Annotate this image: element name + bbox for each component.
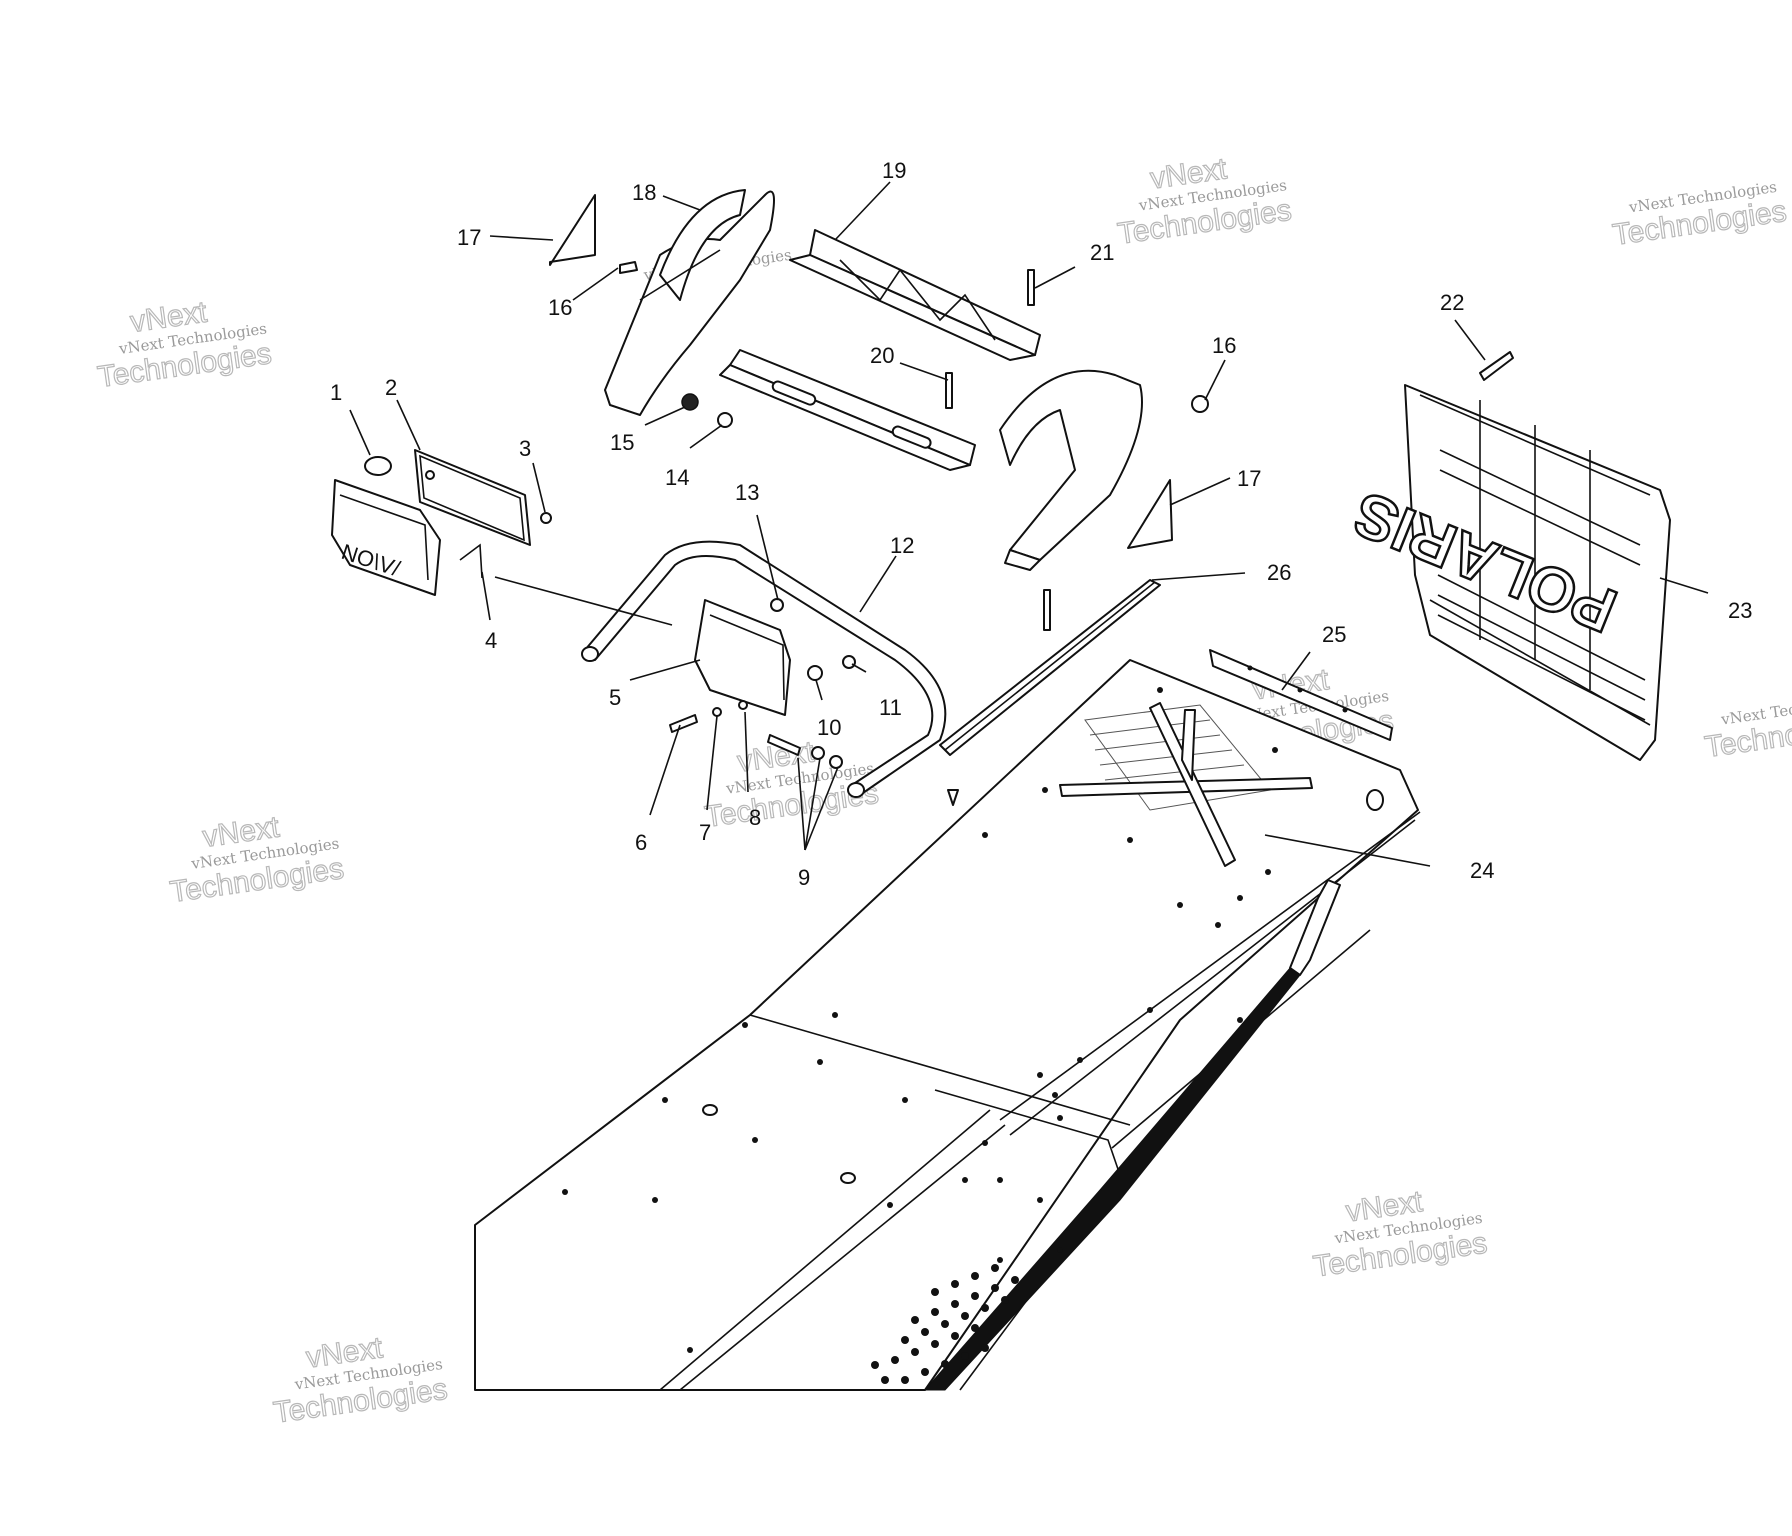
callout-25: 25 (1322, 622, 1346, 647)
callout-16-right: 16 (1212, 333, 1236, 358)
fastener-16-left (619, 261, 638, 274)
callout-9: 9 (798, 865, 810, 890)
fastener-16-right (1191, 395, 1209, 413)
right-handle (999, 369, 1143, 571)
tunnel-24 (474, 659, 1421, 1391)
rivet-22 (1479, 351, 1514, 381)
watermark: vNext vNext Technologies Technologies (167, 810, 346, 910)
bolt-20 (945, 372, 953, 409)
left-end-cap-18 (604, 189, 775, 416)
bulb-1 (364, 456, 392, 476)
watermark: vNext vNext Technologies Technologies (271, 1331, 450, 1431)
watermark: vNext vNext Technologies Technologies (1311, 1184, 1490, 1284)
screw-14 (717, 412, 733, 428)
callout-5: 5 (609, 685, 621, 710)
callout-12: 12 (890, 533, 914, 558)
callout-13: 13 (735, 480, 759, 505)
washer-7 (712, 707, 722, 717)
callout-7: 7 (699, 820, 711, 845)
watermark: vNext Technologies Technologies (1610, 178, 1789, 253)
bolt-21 (1027, 269, 1035, 306)
callout-19: 19 (882, 158, 906, 183)
callout-3: 3 (519, 436, 531, 461)
callout-labels: 1 2 3 4 5 6 7 8 9 10 11 12 13 14 15 16 1… (330, 158, 1752, 890)
tail-light-housing: NO\V/ (331, 479, 441, 596)
callout-1: 1 (330, 380, 342, 405)
callout-14: 14 (665, 465, 689, 490)
callout-24: 24 (1470, 858, 1494, 883)
rear-hitch-rail-12 (581, 540, 947, 798)
callout-26: 26 (1267, 560, 1291, 585)
bolt-9 (767, 734, 801, 756)
callout-10: 10 (817, 715, 841, 740)
watermark: vNext vNext Technologies Technologies (1115, 152, 1294, 252)
fasteners (619, 261, 1514, 806)
screw-3 (540, 512, 552, 524)
bolt-26 (1043, 589, 1051, 631)
rear-rail-19 (789, 229, 1041, 361)
washer-8 (738, 700, 748, 710)
callout-21: 21 (1090, 240, 1114, 265)
nut-13 (770, 598, 784, 612)
nut-11 (842, 655, 856, 669)
lens-2 (414, 449, 531, 546)
leader-lines (349, 181, 1709, 867)
callout-8: 8 (749, 805, 761, 830)
callout-15: 15 (610, 430, 634, 455)
washer-9a (811, 746, 825, 760)
washer-15 (681, 393, 699, 411)
screw-6 (669, 714, 698, 733)
bracket-25 (1209, 649, 1393, 741)
callout-17-right: 17 (1237, 466, 1261, 491)
callout-4: 4 (485, 628, 497, 653)
tunnel-holes (562, 687, 1384, 1353)
callout-18: 18 (632, 180, 656, 205)
push-rivet (947, 789, 959, 806)
callout-22: 22 (1440, 290, 1464, 315)
snow-flap-23: POLARIS (1343, 384, 1671, 761)
callout-6: 6 (635, 830, 647, 855)
decal-17-right (1127, 479, 1173, 549)
side-rail-26 (939, 579, 1161, 756)
wire-4 (459, 543, 483, 579)
watermark: vNext Technologies Technologies (1702, 690, 1792, 765)
callout-16-left: 16 (548, 295, 572, 320)
watermark: vNext vNext Technologies Technologies (95, 295, 274, 395)
spacer-10 (807, 665, 823, 681)
washer-9b (829, 755, 843, 769)
callout-2: 2 (385, 375, 397, 400)
perforation-pattern (871, 1264, 1019, 1384)
callout-20: 20 (870, 343, 894, 368)
tail-light-5 (694, 599, 791, 716)
front-rail (719, 349, 976, 471)
decal-17-left (549, 194, 596, 266)
callout-17-left: 17 (457, 225, 481, 250)
callout-11: 11 (879, 695, 902, 720)
callout-23: 23 (1728, 598, 1752, 623)
x-brace (1059, 702, 1313, 867)
